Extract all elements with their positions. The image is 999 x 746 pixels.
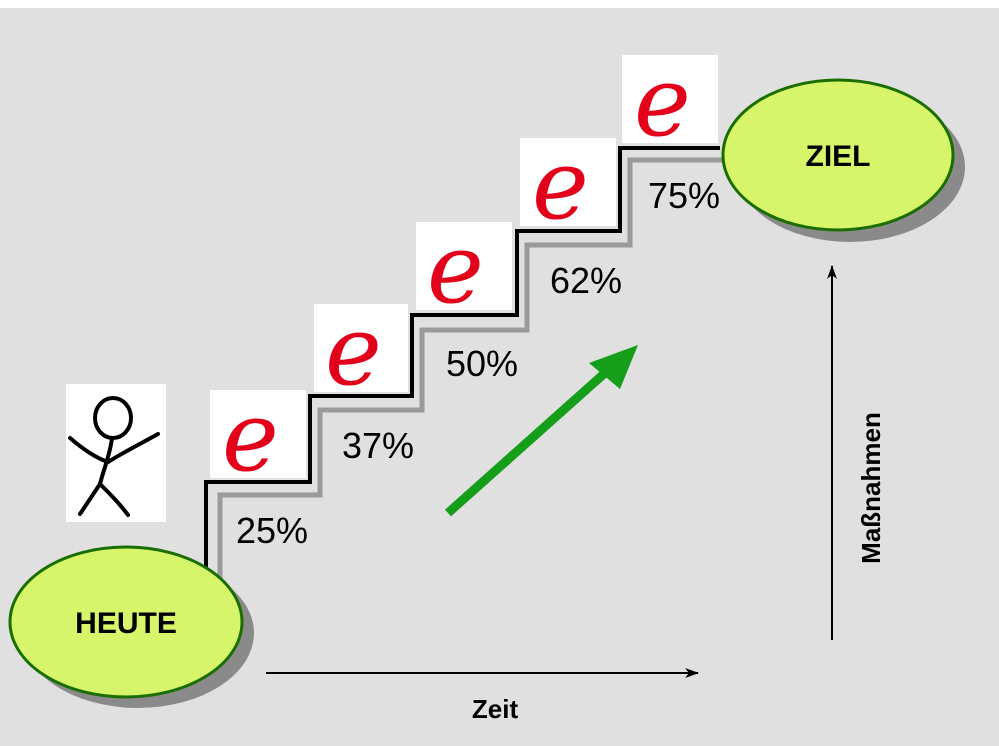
step-5-e-logo-icon: e (622, 46, 718, 158)
step-2-percent: 37% (342, 425, 414, 466)
heute-label: HEUTE (75, 607, 177, 640)
svg-text:e: e (222, 381, 279, 493)
stick-figure-icon (66, 384, 166, 522)
progress-arrow (445, 345, 638, 517)
svg-text:e: e (427, 213, 484, 325)
step-4-percent: 62% (550, 260, 622, 301)
ziel-label: ZIEL (806, 140, 871, 173)
svg-text:e: e (532, 129, 589, 241)
staircase-shadow (217, 157, 730, 592)
step-1-e-logo-icon: e (210, 381, 306, 493)
step-2-e-logo-icon: e (314, 295, 408, 407)
step-3-e-logo-icon: e (416, 213, 512, 325)
measures-axis-label: Maßnahmen (856, 412, 886, 564)
time-axis-label: Zeit (472, 694, 519, 724)
step-4-e-logo-icon: e (520, 129, 616, 241)
svg-text:e: e (325, 295, 382, 407)
step-1-percent: 25% (236, 510, 308, 551)
svg-text:e: e (634, 46, 691, 158)
step-5-percent: 75% (648, 175, 720, 216)
staircase-line (204, 146, 720, 590)
ziel-node: ZIEL (721, 78, 965, 242)
heute-node: HEUTE (8, 545, 254, 708)
step-3-percent: 50% (446, 343, 518, 384)
